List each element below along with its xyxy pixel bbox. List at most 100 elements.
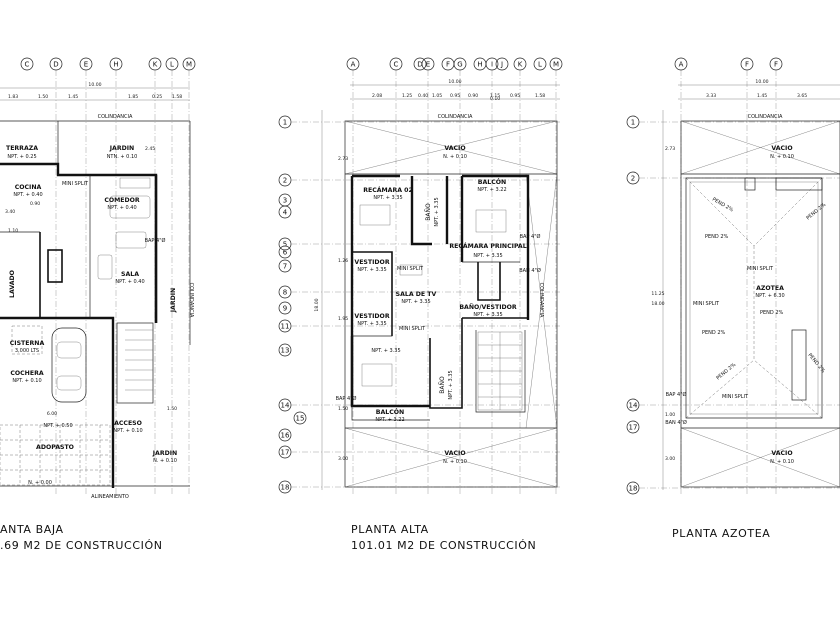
svg-text:COMEDOR: COMEDOR <box>104 197 140 204</box>
svg-text:0.95: 0.95 <box>510 93 520 99</box>
svg-text:17: 17 <box>281 449 290 457</box>
svg-text:COLINDANCIA: COLINDANCIA <box>188 283 194 318</box>
svg-text:3.00: 3.00 <box>665 456 675 462</box>
svg-text:COLINDANCIA: COLINDANCIA <box>438 114 473 120</box>
svg-text:BAP 4"Ø: BAP 4"Ø <box>145 237 166 244</box>
svg-text:NPT. + 3.35: NPT. + 3.35 <box>473 312 502 318</box>
svg-text:JARDIN: JARDIN <box>109 145 134 152</box>
svg-text:10.00: 10.00 <box>448 79 461 85</box>
svg-text:NPT. + 3.35: NPT. + 3.35 <box>473 253 502 259</box>
svg-text:NPT. + 0.40: NPT. + 0.40 <box>13 192 42 198</box>
svg-text:NPT. + 3.22: NPT. + 3.22 <box>375 417 404 423</box>
svg-text:3.00: 3.00 <box>338 456 348 462</box>
svg-text:10.00: 10.00 <box>88 82 101 88</box>
plan-planta-baja: C D E H K L M 10.00 1.83 1.50 1.45 1.85 … <box>0 57 196 552</box>
bed-symbol <box>359 204 391 226</box>
svg-text:NPT. + 3.35: NPT. + 3.35 <box>401 299 430 305</box>
adopasto-grid <box>0 424 111 486</box>
svg-text:BALCÓN: BALCÓN <box>376 407 404 416</box>
svg-text:2.73: 2.73 <box>665 146 675 152</box>
svg-text:1.25: 1.25 <box>402 93 412 99</box>
svg-text:1.00: 1.00 <box>665 412 675 418</box>
svg-text:14: 14 <box>281 402 290 410</box>
svg-text:PEND 2%: PEND 2% <box>805 202 827 222</box>
svg-text:1.83: 1.83 <box>8 94 18 100</box>
svg-text:N. + 0.10: N. + 0.10 <box>443 459 467 465</box>
svg-text:1.85: 1.85 <box>128 94 138 100</box>
svg-text:NPT. + 3.35: NPT. + 3.35 <box>434 197 440 226</box>
svg-text:PEND 2%: PEND 2% <box>806 352 826 374</box>
cistern-outline <box>11 325 43 355</box>
svg-text:1.05: 1.05 <box>432 93 442 99</box>
svg-text:6: 6 <box>283 249 288 257</box>
svg-text:1.50: 1.50 <box>167 406 177 412</box>
svg-text:N. + 0.10: N. + 0.10 <box>770 154 794 160</box>
sofa-symbol <box>399 264 423 276</box>
svg-text:15: 15 <box>296 415 305 423</box>
svg-text:A: A <box>679 61 684 69</box>
svg-text:1.50: 1.50 <box>38 94 48 100</box>
svg-text:PEND 2%: PEND 2% <box>702 330 726 336</box>
svg-text:0.90: 0.90 <box>30 201 40 207</box>
svg-text:11: 11 <box>281 323 290 331</box>
svg-text:MINI SPLIT: MINI SPLIT <box>722 394 749 400</box>
svg-text:N. + 0.00: N. + 0.00 <box>28 480 52 486</box>
svg-text:5: 5 <box>283 241 287 249</box>
svg-text:SALA: SALA <box>121 271 139 278</box>
svg-text:TERRAZA: TERRAZA <box>6 145 38 152</box>
svg-text:C: C <box>25 61 30 69</box>
svg-text:18: 18 <box>629 485 638 493</box>
svg-text:NPT. + 0.10: NPT. + 0.10 <box>113 428 142 434</box>
svg-text:MINI SPLIT: MINI SPLIT <box>397 266 424 272</box>
plan-title: PLANTA AZOTEA <box>672 527 770 540</box>
svg-text:3.40: 3.40 <box>5 209 15 215</box>
svg-text:8: 8 <box>283 289 287 297</box>
svg-text:COLINDANCIA: COLINDANCIA <box>748 114 783 120</box>
svg-text:NPT. + 0.40: NPT. + 0.40 <box>115 279 144 285</box>
svg-text:N. + 0.10: N. + 0.10 <box>153 458 177 464</box>
dining-table-symbol <box>109 195 151 219</box>
svg-text:F: F <box>745 61 749 69</box>
svg-text:BAP 4"Ø: BAP 4"Ø <box>520 233 541 240</box>
svg-text:0.25: 0.25 <box>152 94 162 100</box>
svg-text:11.25: 11.25 <box>651 291 664 297</box>
svg-text:NPT. + 3.22: NPT. + 3.22 <box>477 187 506 193</box>
svg-text:10.00: 10.00 <box>755 79 768 85</box>
plan-title: ANTA BAJA <box>0 523 64 536</box>
svg-text:0.95: 0.95 <box>450 93 460 99</box>
svg-text:COCHERA: COCHERA <box>10 370 44 377</box>
plan-title: PLANTA ALTA <box>351 523 429 536</box>
svg-text:0.40: 0.40 <box>418 93 428 99</box>
svg-text:1: 1 <box>283 119 287 127</box>
plan-planta-azotea: A F F 1 2 14 17 18 10.00 3.33 1.45 3.65 … <box>626 57 840 540</box>
svg-text:VACIO: VACIO <box>771 145 792 152</box>
car-symbol <box>51 327 87 403</box>
svg-text:2: 2 <box>283 177 287 185</box>
svg-text:BAP 4"Ø: BAP 4"Ø <box>336 395 357 402</box>
svg-text:1.45: 1.45 <box>68 94 78 100</box>
svg-text:NPT. + 3.35: NPT. + 3.35 <box>373 195 402 201</box>
svg-text:4: 4 <box>283 209 288 217</box>
svg-text:MINI SPLIT: MINI SPLIT <box>747 266 774 272</box>
svg-text:H: H <box>113 61 118 69</box>
svg-text:E: E <box>426 61 430 69</box>
bed-symbol <box>361 363 393 387</box>
svg-text:1.10: 1.10 <box>8 228 18 234</box>
svg-text:BALCÓN: BALCÓN <box>478 177 506 186</box>
svg-text:L: L <box>538 61 542 69</box>
svg-text:ACCESO: ACCESO <box>114 420 142 427</box>
svg-text:6.00: 6.00 <box>47 411 57 417</box>
svg-text:RECÁMARA 02: RECÁMARA 02 <box>363 185 413 194</box>
svg-text:BAN 4"Ø: BAN 4"Ø <box>665 419 687 426</box>
svg-text:16: 16 <box>281 432 290 440</box>
svg-text:NPT. + 3.35: NPT. + 3.35 <box>371 348 400 354</box>
svg-text:H: H <box>477 61 482 69</box>
column-axes: A C D E F G H I J K L M <box>346 57 563 71</box>
stairs <box>125 329 153 391</box>
svg-text:N. + 0.10: N. + 0.10 <box>443 154 467 160</box>
svg-text:PEND 2%: PEND 2% <box>705 234 729 240</box>
svg-text:3,000 LTS: 3,000 LTS <box>15 348 39 354</box>
svg-text:17: 17 <box>629 424 638 432</box>
svg-text:F: F <box>774 61 778 69</box>
